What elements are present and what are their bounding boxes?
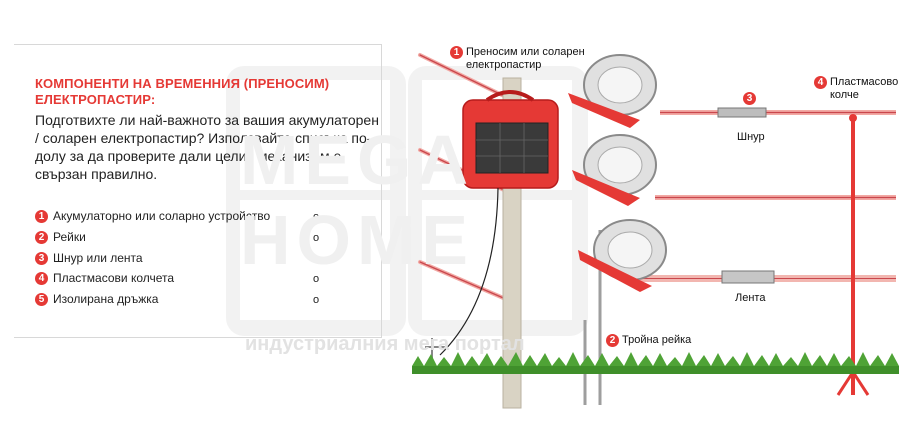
checklist-label: Акумулаторно или соларно устройство [53,209,271,223]
checkbox[interactable]: o [313,211,320,223]
callout-post-line2: колче [830,89,859,101]
checklist-item: 1 Акумулаторно или соларно устройство o [35,209,335,225]
energizer-unit [425,90,559,372]
intro-text: Подготвихте ли най-важното за вашия акум… [35,112,379,182]
callout-post-line1: Пластмасово [830,76,899,88]
callout-tape: Лента [735,292,766,304]
number-badge: 1 [35,210,48,223]
checklist-label: Изолирана дръжка [53,292,159,306]
number-badge: 2 [35,231,48,244]
number-badge: 4 [35,272,48,285]
checklist-label: Пластмасови колчета [53,271,175,285]
grass [412,352,899,374]
tape-sample [721,270,775,284]
checklist-item: 4 Пластмасови колчета o [35,271,335,287]
checklist-label: Шнур или лента [53,251,143,265]
callout-energizer-line2: електропастир [466,59,542,71]
page-title: КОМПОНЕНТИ НА ВРЕМЕННИЯ (ПРЕНОСИМ) ЕЛЕКТ… [35,76,330,107]
number-badge: 3 [35,252,48,265]
checklist-item: 3 Шнур или лента o [35,251,335,267]
checklist-item: 5 Изолирана дръжка o [35,292,335,308]
reel-bottom [578,219,667,292]
number-badge: 4 [814,76,827,89]
info-panel [14,44,382,338]
callout-reel-label: Тройна рейка [622,334,692,346]
plastic-post [836,114,870,396]
fence-strands [640,107,896,284]
number-badge: 2 [606,334,619,347]
number-badge: 1 [450,46,463,59]
checkbox[interactable]: o [313,232,320,244]
callout-cord-badge: 3 [743,92,759,105]
checkbox[interactable]: o [313,253,320,265]
watermark-brand: MEGA HOME [240,121,474,279]
triple-reel [568,54,667,405]
checkbox[interactable]: o [313,294,320,306]
reel-top [568,54,657,128]
callout-cord: Шнур [737,131,765,143]
watermark-tagline: индустриалния мега портал [245,333,525,355]
checklist-item: 2 Рейки o [35,230,335,246]
checkbox[interactable]: o [313,273,320,285]
number-badge: 3 [743,92,756,105]
watermark-logo [226,66,588,336]
checklist-label: Рейки [53,230,86,244]
number-badge: 5 [35,293,48,306]
reel-middle [572,134,657,206]
cord-sample [717,107,767,118]
callout-energizer-line1: Преносим или соларен [466,46,585,58]
